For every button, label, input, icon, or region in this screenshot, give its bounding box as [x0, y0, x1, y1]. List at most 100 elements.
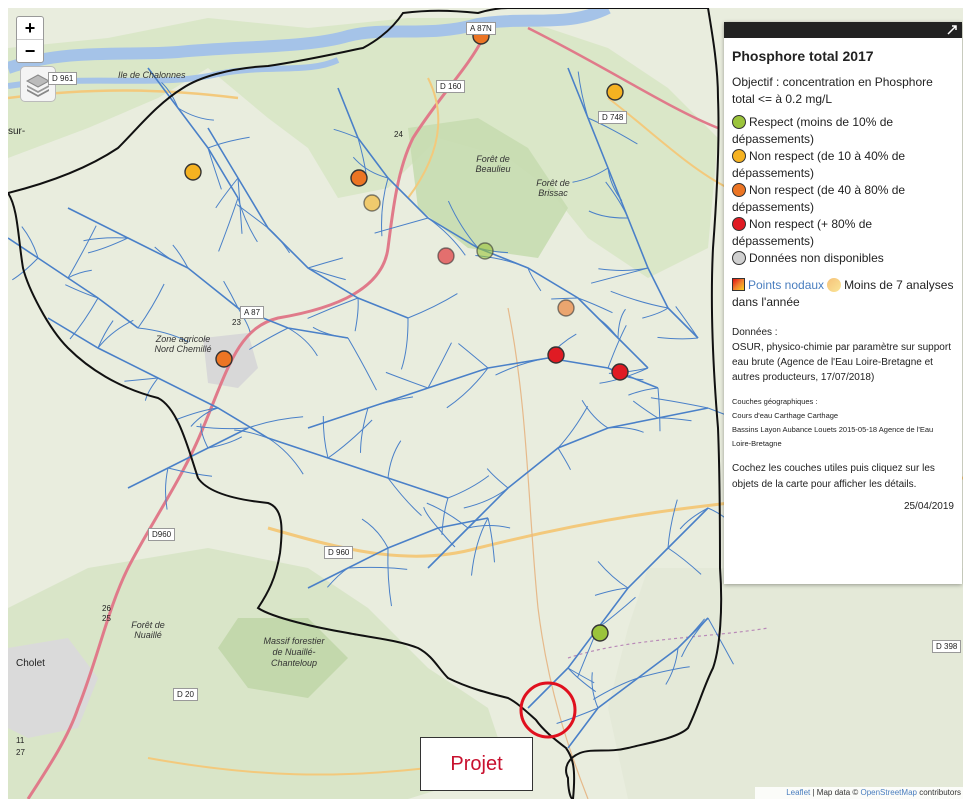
- river-tributary: [249, 327, 289, 350]
- place-label-cholet: Cholet: [16, 658, 45, 669]
- river-tributary: [327, 567, 349, 588]
- river-segment: [207, 127, 409, 319]
- station-marker[interactable]: [350, 169, 368, 187]
- river-tributary: [593, 677, 639, 700]
- legend-data-text: OSUR, physico-chimie par paramètre sur s…: [732, 342, 951, 383]
- river-tributary: [234, 429, 269, 439]
- river-tributary: [200, 423, 209, 449]
- osm-link[interactable]: OpenStreetMap: [860, 788, 917, 797]
- river-tributary: [347, 337, 377, 391]
- river-tributary: [495, 357, 549, 376]
- river-tributary: [598, 267, 649, 271]
- river-tributary: [447, 200, 479, 249]
- river-tributary: [312, 326, 349, 339]
- river-tributary: [207, 436, 243, 449]
- station-marker[interactable]: [437, 247, 455, 265]
- river-tributary: [374, 217, 429, 234]
- layers-icon: [25, 74, 51, 97]
- river-tributary: [463, 487, 509, 509]
- river-tributary: [667, 547, 702, 575]
- river-tributary: [400, 317, 409, 370]
- river-tributary: [667, 499, 678, 549]
- place-label-ile-chalonnes: Ile de Chalonnes: [118, 70, 186, 80]
- legend-hint: Cochez les couches utiles puis cliquez s…: [732, 463, 935, 490]
- river-segment: [47, 317, 449, 499]
- station-marker[interactable]: [591, 624, 609, 642]
- river-tributary: [385, 371, 429, 389]
- nodal-point-swatch: [732, 278, 745, 291]
- river-tributary: [65, 284, 99, 299]
- river-tributary: [458, 343, 489, 369]
- river-tributary: [196, 425, 249, 430]
- place-label-massif-forestier: Massif forestier de Nuaillé-Chanteloup: [263, 636, 325, 668]
- river-tributary: [69, 297, 99, 340]
- river-tributary: [426, 502, 469, 529]
- station-marker[interactable]: [611, 363, 629, 381]
- river-tributary: [467, 525, 511, 529]
- river-tributary: [605, 181, 629, 219]
- station-marker[interactable]: [476, 242, 494, 260]
- road-minor-n-s: [507, 307, 589, 799]
- road-number-25: 25: [102, 614, 111, 623]
- river-tributary: [322, 415, 329, 459]
- river-tributary: [427, 342, 452, 389]
- legend-objective: Objectif : concentration en Phosphore to…: [732, 75, 933, 106]
- river-tributary: [223, 280, 239, 309]
- station-marker[interactable]: [184, 163, 202, 181]
- river-tributary: [387, 477, 422, 516]
- river-tributary: [247, 416, 304, 429]
- river-tributary: [650, 397, 709, 409]
- station-marker[interactable]: [363, 194, 381, 212]
- river-tributary: [679, 507, 709, 530]
- river-tributary: [427, 217, 466, 256]
- legend-layers-2: Bassins Layon Aubance Louets 2015-05-18 …: [732, 425, 934, 448]
- river-tributary: [352, 156, 389, 179]
- road-d160: [407, 77, 440, 199]
- river-tributary: [97, 320, 114, 349]
- forest-area: [8, 18, 718, 278]
- road-label-a87: A 87: [240, 306, 265, 319]
- river-tributary: [87, 237, 129, 254]
- leaflet-link[interactable]: Leaflet: [786, 788, 811, 797]
- river-tributary: [642, 307, 669, 319]
- legend-data-title: Données :: [732, 327, 778, 338]
- legend-item-non-respect-40-80: Non respect (de 40 à 80% de dépassements…: [732, 183, 906, 214]
- river-tributary: [167, 467, 213, 477]
- zoom-in-button[interactable]: +: [24, 18, 36, 38]
- river-tributary: [557, 447, 571, 471]
- river-tributary: [447, 475, 490, 499]
- road-number-27: 27: [16, 748, 25, 757]
- river-segment: [127, 427, 249, 489]
- road-number-26: 26: [102, 604, 111, 613]
- river-network: [8, 67, 741, 749]
- river-tributary: [21, 226, 39, 259]
- river-tributary: [267, 227, 291, 254]
- station-marker[interactable]: [547, 346, 565, 364]
- station-marker[interactable]: [557, 299, 575, 317]
- river-tributary: [657, 417, 692, 422]
- expand-icon[interactable]: [946, 24, 958, 36]
- road-number-23: 23: [232, 318, 241, 327]
- river-tributary: [471, 517, 489, 576]
- legend-item-no-data: Données non disponibles: [732, 250, 954, 267]
- river-tributary: [486, 468, 509, 489]
- legend-layers-title: Couches géographiques :: [732, 397, 818, 406]
- river-tributary: [354, 297, 359, 332]
- river-tributary: [677, 618, 705, 649]
- station-marker[interactable]: [215, 350, 233, 368]
- loire-river: [8, 8, 611, 74]
- project-label-box: Projet: [420, 737, 533, 791]
- road-label-d960: D 960: [324, 546, 354, 559]
- station-marker[interactable]: [606, 83, 624, 101]
- zoom-out-button[interactable]: −: [17, 39, 43, 62]
- river-tributary: [237, 307, 251, 333]
- river-tributary: [67, 225, 97, 279]
- river-tributary: [207, 147, 222, 190]
- river-tributary: [423, 507, 439, 529]
- river-tributary: [83, 237, 129, 242]
- road-label-d960-west: D960: [148, 528, 176, 541]
- river-tributary: [607, 167, 623, 202]
- place-label-zone-agricole: Zone agricole Nord Chemillé: [154, 334, 212, 354]
- zoom-control: + −: [16, 16, 44, 63]
- river-tributary: [67, 269, 92, 279]
